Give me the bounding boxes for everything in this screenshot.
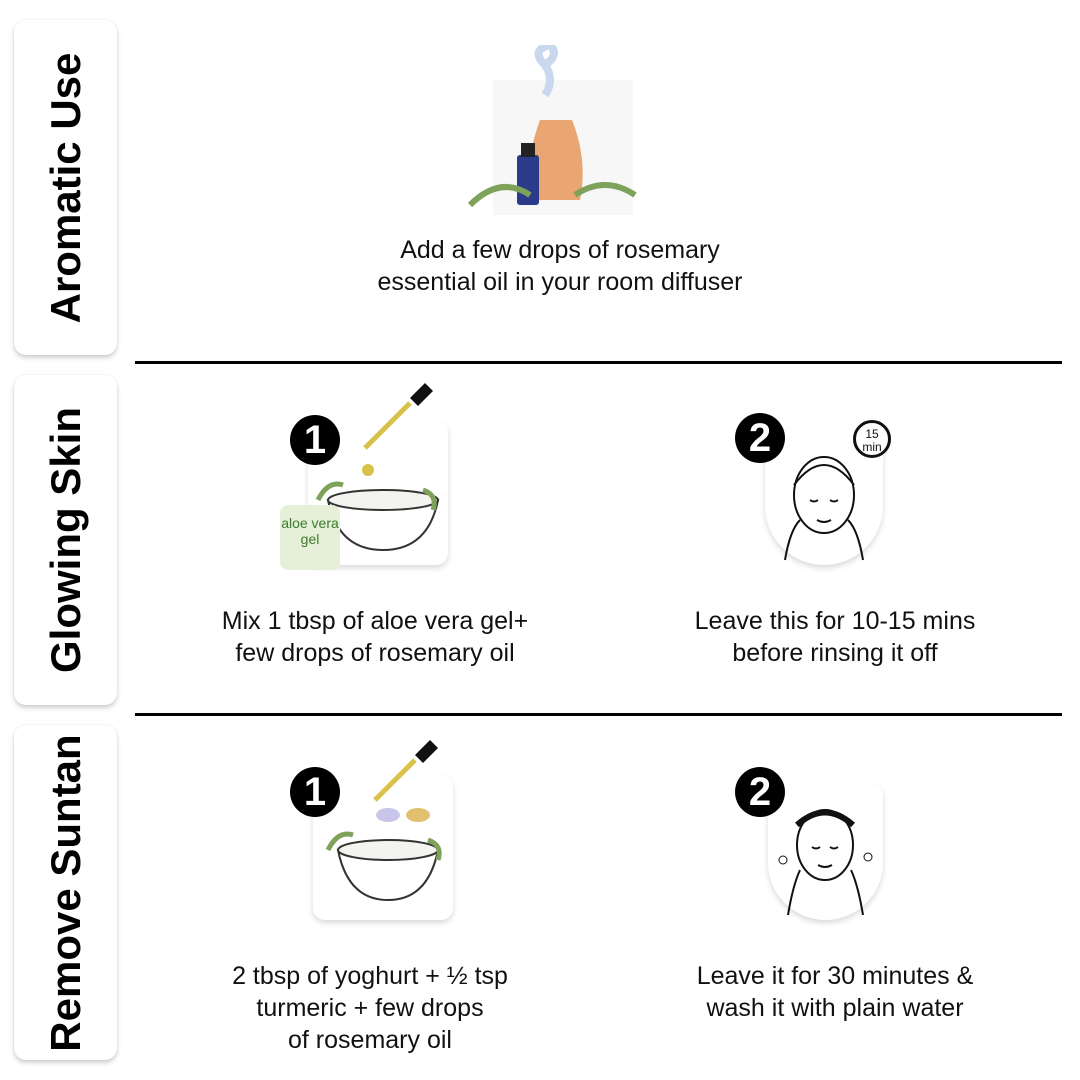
timer-unit: min [862, 440, 882, 454]
caption-line: turmeric + few drops [256, 994, 484, 1022]
caption-line: before rinsing it off [732, 639, 938, 667]
section-title: Remove Suntan [41, 733, 89, 1052]
caption-line: essential oil in your room diffuser [377, 268, 743, 296]
glowing-step2-caption: Leave this for 10-15 mins before rinsing… [640, 605, 1030, 669]
dropper-icon [373, 740, 438, 802]
divider [135, 713, 1062, 716]
caption-line: few drops of rosemary oil [235, 639, 515, 667]
divider [135, 361, 1062, 364]
caption-line: Mix 1 tbsp of aloe vera gel+ [221, 607, 529, 635]
glowing-step1-caption: Mix 1 tbsp of aloe vera gel+ few drops o… [180, 605, 570, 669]
section-title: Glowing Skin [41, 406, 89, 674]
step-number: 1 [290, 767, 340, 817]
diffuser-illustration [467, 45, 637, 215]
caption-line: Leave this for 10-15 mins [694, 607, 976, 635]
suntan-step1-caption: 2 tbsp of yoghurt + ½ tsp turmeric + few… [175, 960, 565, 1056]
suntan-step2-caption: Leave it for 30 minutes & wash it with p… [635, 960, 1035, 1024]
step-number: 2 [735, 413, 785, 463]
caption-line: Add a few drops of rosemary [400, 236, 720, 264]
step-number: 1 [290, 415, 340, 465]
aloe-jar: aloe vera gel [280, 505, 340, 570]
section-tab-glowing-skin: Glowing Skin [14, 375, 117, 705]
washing-face-illustration [768, 785, 883, 920]
dropper-icon [363, 383, 433, 450]
section-title: Aromatic Use [41, 52, 89, 323]
caption-line: of rosemary oil [288, 1026, 452, 1054]
step-number: 2 [735, 767, 785, 817]
caption-line: Leave it for 30 minutes & [696, 962, 974, 990]
caption-line: 2 tbsp of yoghurt + ½ tsp [232, 962, 508, 990]
caption-line: wash it with plain water [706, 994, 964, 1022]
aromatic-caption: Add a few drops of rosemary essential oi… [330, 234, 790, 298]
section-tab-aromatic-use: Aromatic Use [14, 20, 117, 355]
timer-value: 15 [865, 427, 879, 441]
section-tab-remove-suntan: Remove Suntan [14, 725, 117, 1060]
